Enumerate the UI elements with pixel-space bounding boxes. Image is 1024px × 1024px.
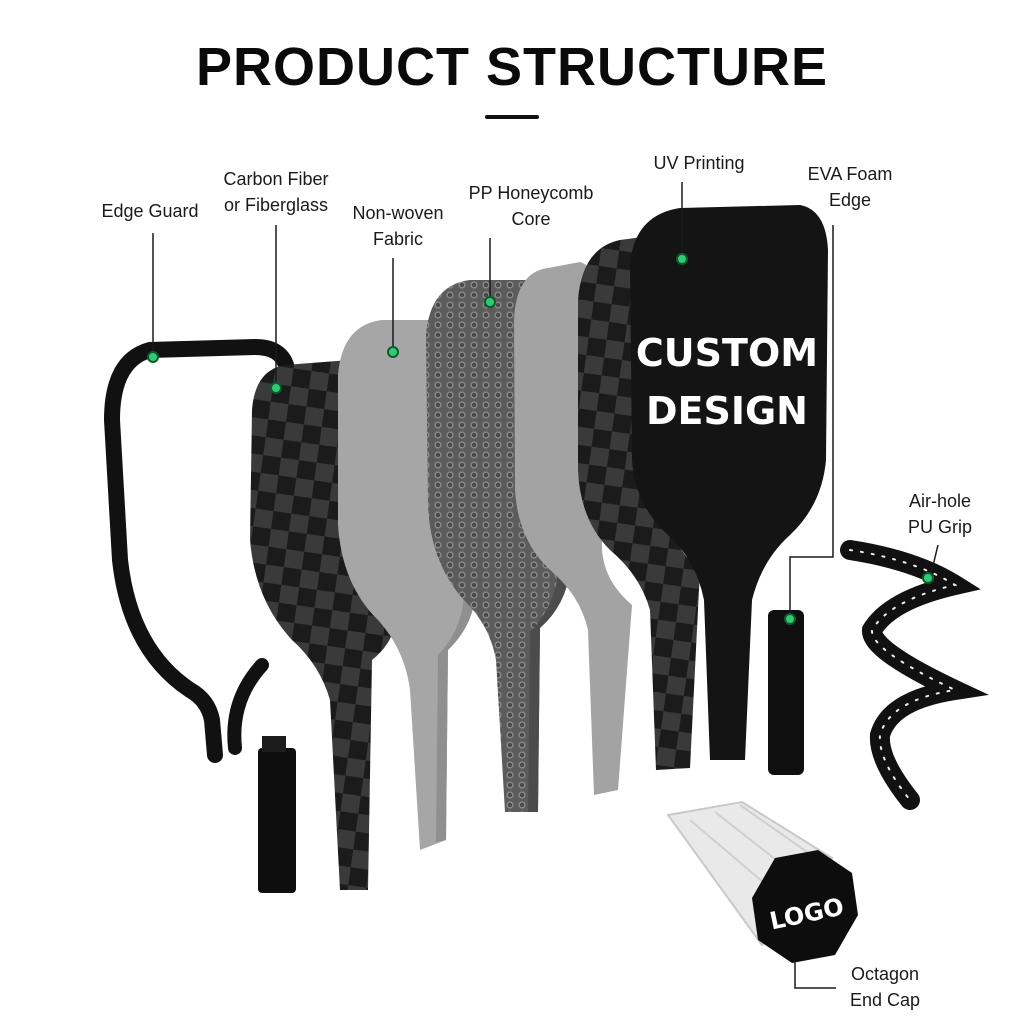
- octagon-end-cap: [752, 850, 858, 963]
- marker-pu-grip: [922, 572, 934, 584]
- leader-lines: [152, 182, 939, 989]
- marker-dots: [147, 253, 934, 625]
- marker-non-woven: [387, 346, 399, 358]
- marker-edge-guard: [147, 351, 159, 363]
- marker-uv-printing: [676, 253, 688, 265]
- label-uv-printing: UV Printing: [653, 153, 745, 173]
- handle-core-tab: [262, 736, 286, 752]
- pu-grip-spiral: [840, 540, 989, 810]
- carbon-fiber-layer-2: [578, 236, 700, 770]
- non-woven-fabric-layer-2: [514, 262, 632, 795]
- marker-eva-foam: [784, 613, 796, 625]
- label-edge-guard: Edge Guard: [101, 201, 199, 221]
- edge-guard-frame: [103, 338, 294, 763]
- title-underline: [485, 115, 539, 119]
- custom-design-line-2: DESIGN: [646, 389, 808, 433]
- custom-design-line-1: CUSTOM: [636, 331, 818, 375]
- printed-face-layer: [630, 205, 828, 760]
- marker-carbon-fiber: [270, 382, 282, 394]
- handle-core-block: [258, 748, 296, 893]
- eva-foam-edge-bar: [768, 610, 804, 775]
- page-title: PRODUCT STRUCTURE: [196, 37, 828, 97]
- marker-honeycomb: [484, 296, 496, 308]
